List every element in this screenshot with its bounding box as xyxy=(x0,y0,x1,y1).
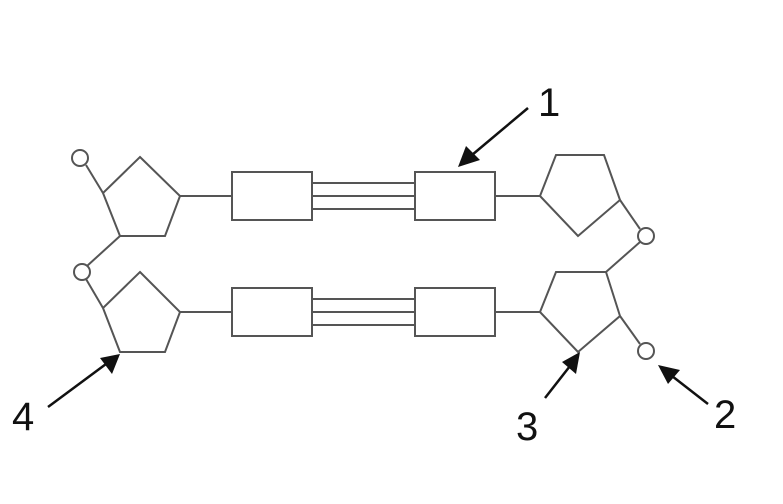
bond-phosphate-bottom-right xyxy=(619,315,641,345)
label-2: 2 xyxy=(714,393,736,437)
arrow-3 xyxy=(544,365,571,399)
base-top-left xyxy=(231,171,313,221)
sugar-bottom-right xyxy=(538,271,622,354)
phosphate-bottom-right xyxy=(637,342,655,360)
label-4: 4 xyxy=(12,395,34,439)
phosphate-mid-left xyxy=(73,263,91,281)
label-3: 3 xyxy=(516,405,538,449)
arrow-2-head xyxy=(658,365,680,384)
arrow-4-head xyxy=(100,354,120,374)
bond-phosphate-top-left xyxy=(85,164,104,194)
base-top-right xyxy=(414,171,496,221)
phosphate-top-left xyxy=(71,149,89,167)
sugar-top-left xyxy=(101,155,182,237)
arrow-1 xyxy=(471,107,529,156)
bond-phosphate-mid-left-lower xyxy=(85,278,104,309)
bond-phosphate-right-lower xyxy=(605,241,641,273)
base-bottom-left xyxy=(231,287,313,337)
base-bottom-right xyxy=(414,287,496,337)
arrow-2 xyxy=(671,375,709,405)
sugar-bottom-left xyxy=(101,270,182,353)
arrow-4 xyxy=(47,362,107,409)
bond-phosphate-mid-left-upper xyxy=(86,235,121,267)
label-1: 1 xyxy=(538,81,560,125)
arrow-1-head xyxy=(458,146,480,167)
bond-phosphate-right xyxy=(619,199,641,230)
arrow-3-head xyxy=(562,352,580,374)
phosphate-right xyxy=(637,227,655,245)
sugar-top-right xyxy=(538,154,622,238)
